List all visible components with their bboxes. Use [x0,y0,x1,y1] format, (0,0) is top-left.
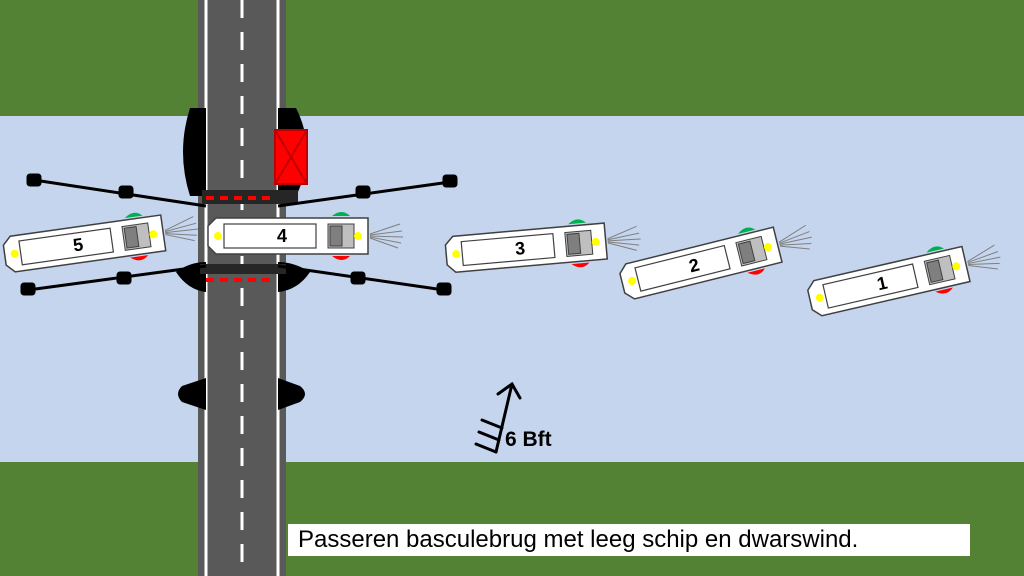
starboard-light [124,212,143,219]
bow-light [452,250,461,259]
starboard-light [926,246,944,253]
boat-3: 3 [443,219,643,274]
boat-label: 3 [514,238,526,259]
port-light [747,268,765,275]
guide-fender-lower-right [277,264,452,296]
wind-force-label: 6 Bft [505,428,552,451]
stern-light [763,243,772,252]
bow-light [628,276,637,285]
raised-bascule-leaf [274,129,308,185]
guide-fender-lower-left [20,264,207,296]
pier-lower-left [178,378,206,410]
bow-light [214,232,222,240]
stern-light [149,230,158,239]
diagram-caption: Passeren basculebrug met leeg schip en d… [288,524,970,556]
boat-4: 4 [207,212,404,260]
port-light [571,262,590,268]
boat-label: 1 [875,272,889,294]
starboard-light [332,212,350,216]
bow-light [10,249,19,258]
stern-light [591,237,600,246]
starboard-light [737,227,756,234]
starboard-light [568,219,587,225]
guide-fender-upper-left [26,173,207,208]
boat-2: 2 [617,217,817,302]
stern-light [952,262,961,271]
bascule-housing-upper [183,108,206,196]
boat-label: 2 [687,255,702,277]
stern-light [354,232,362,240]
boat-1: 1 [805,237,1005,319]
wind-arrow-icon [474,381,522,454]
bow-light [815,293,824,302]
port-light [332,256,350,260]
boat-5: 5 [1,209,202,274]
port-light [130,255,149,261]
boat-label: 5 [72,234,85,255]
boat-label: 4 [277,226,287,246]
port-light [935,287,953,294]
guide-fender-upper-right [277,174,458,208]
bridge-deck-lower [200,264,286,274]
pier-lower-right [278,378,305,410]
